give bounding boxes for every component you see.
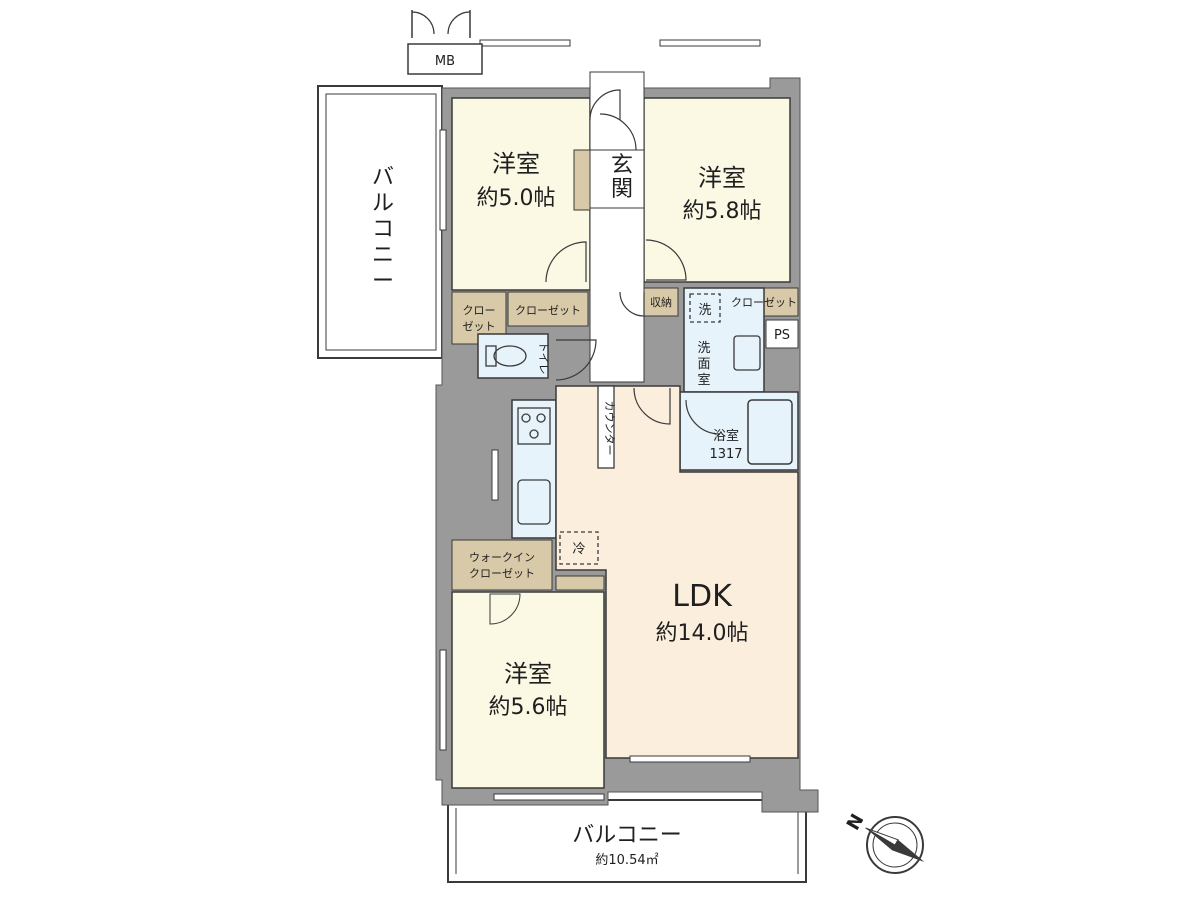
washer-label: 洗 (698, 303, 711, 318)
balcony-west-char-2: ル (372, 191, 394, 216)
counter-label: カウンター (603, 401, 616, 456)
ps-label: PS (774, 328, 790, 343)
closet-label: クローゼット (515, 304, 581, 317)
bathtub (747, 399, 793, 465)
ldk-name: LDK (672, 579, 733, 614)
closet-right-label: クローゼット (731, 296, 797, 309)
closet-small-label-1: クロー (463, 304, 496, 317)
fixtures (485, 293, 761, 565)
bedroom-2-floor (643, 97, 791, 283)
sink-icon (517, 479, 551, 525)
bath-label-2: 1317 (709, 447, 742, 462)
ldk-size: 約14.0帖 (656, 621, 749, 646)
mb-label: MB (435, 54, 455, 69)
kitchen-counter (511, 399, 557, 539)
balcony-south-label: バルコニー (572, 823, 682, 848)
balcony-west-char-5: ー (372, 269, 394, 294)
bedroom-3-floor (451, 591, 605, 789)
compass-rose: N (843, 810, 925, 874)
hall-storage (555, 575, 605, 591)
genkan-label-2: 関 (611, 177, 633, 202)
toilet-icon (493, 345, 527, 367)
bedroom-1-name: 洋室 (492, 150, 540, 178)
walk-in-closet (451, 539, 553, 591)
bedroom-3-name: 洋室 (504, 660, 552, 688)
genkan-floor (589, 149, 645, 209)
closet-bed1 (507, 291, 589, 327)
bedroom-1-size: 約5.0帖 (477, 186, 556, 211)
wic-label-2: クローゼット (469, 567, 535, 580)
room-fills (451, 71, 799, 789)
balcony-south-area: 約10.54㎡ (595, 853, 658, 868)
washroom-char-3: 室 (697, 372, 710, 388)
balcony-south (447, 799, 807, 883)
doors (411, 10, 721, 625)
entrance-hall (589, 71, 645, 383)
washer-space (689, 293, 721, 323)
toilet-label: トイレ (537, 342, 550, 375)
stove-icon (517, 407, 551, 445)
room-labels: 洋室 約5.0帖 洋室 約5.8帖 洋室 約5.6帖 LDK 約14.0帖 (477, 150, 762, 720)
shoe-rack (573, 149, 591, 211)
bedroom-2-name: 洋室 (698, 164, 746, 192)
counter-bar (597, 385, 615, 469)
balcony-west-char-4: ニ (372, 243, 394, 268)
wic-label-1: ウォークイン (469, 551, 535, 564)
washroom-char-2: 面 (697, 357, 710, 372)
washroom-char-1: 洗 (697, 341, 710, 356)
balcony-west (317, 85, 443, 359)
storage-label: 収納 (650, 296, 672, 309)
closet-small-label-2: ゼット (463, 320, 496, 333)
fridge-label: 冷 (572, 542, 585, 557)
bedroom-2-size: 約5.8帖 (683, 199, 762, 224)
toilet-room (477, 333, 549, 379)
ps-box (765, 319, 799, 349)
balcony-west-char-3: コ (372, 217, 394, 242)
windows (439, 39, 761, 801)
bath-label-1: 浴室 (713, 428, 739, 444)
genkan-label-1: 玄 (611, 153, 633, 178)
small-labels: 玄 関 バ ル コ ニ ー バルコニー 約10.54㎡ クロー ゼット クローゼ… (372, 153, 797, 868)
balcony-west-char-1: バ (372, 165, 394, 190)
compass-north-label: N (843, 810, 869, 834)
bedroom-3-size: 約5.6帖 (489, 695, 568, 720)
basin-icon (733, 335, 761, 371)
ldk-floor (555, 385, 799, 759)
washroom (683, 287, 765, 393)
bedroom-1-floor (451, 97, 591, 291)
mb-box: MB (407, 43, 483, 75)
compass-needle-icon (865, 827, 925, 862)
